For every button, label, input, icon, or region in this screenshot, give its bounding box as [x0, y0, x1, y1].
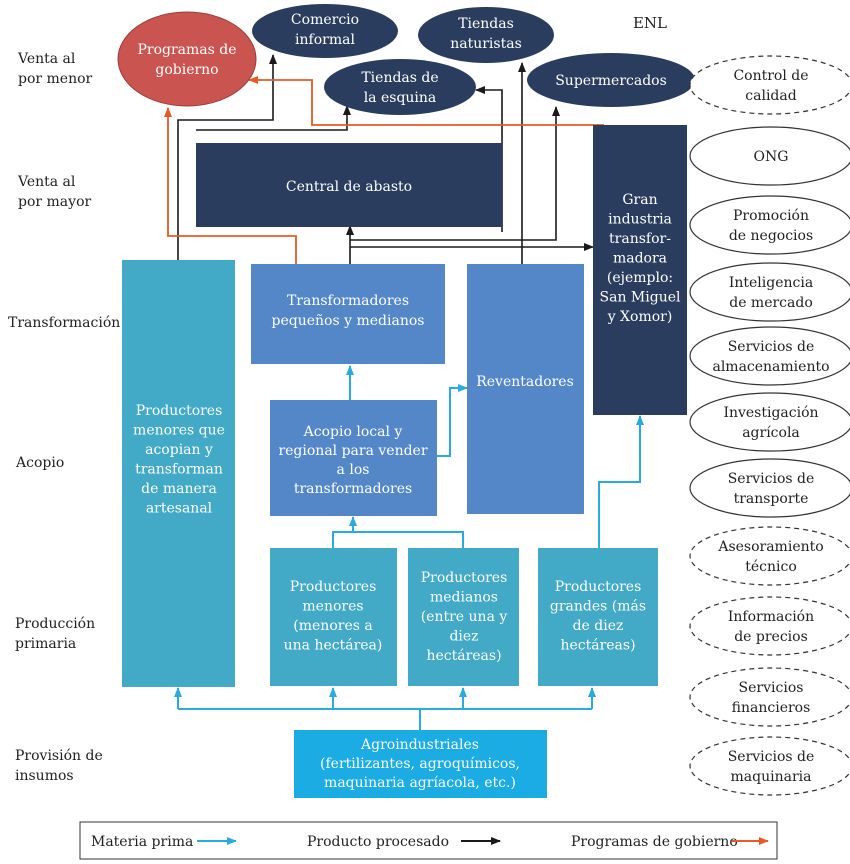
- node-supermarkets-label: Supermercados: [555, 73, 667, 89]
- legend-processed-label: Producto procesado: [307, 834, 449, 850]
- legend-box: [79, 821, 778, 860]
- service-ellipse: [689, 458, 850, 518]
- box-reventadores-label: Reventadores: [476, 374, 574, 390]
- service-ellipse: [689, 736, 850, 796]
- service-ellipse: [689, 126, 850, 186]
- node-corner-stores: [324, 59, 476, 115]
- box-central-de-abasto-label: Central de abasto: [286, 179, 412, 195]
- stage-label-transformation: Transformación: [8, 315, 120, 331]
- stage-label-collection: Acopio: [15, 455, 64, 471]
- service-ellipse: [689, 326, 850, 386]
- box-agroindustriales: [294, 730, 547, 798]
- box-acopio: [270, 400, 437, 516]
- service-ellipse: [689, 195, 850, 255]
- box-artesanal-producers: [122, 260, 235, 687]
- raw-material-flows: [174, 365, 644, 730]
- flow-producers-join: [332, 531, 464, 548]
- flow-grandes-to-gran-industria: [598, 415, 644, 548]
- service-ellipse: [689, 526, 850, 586]
- flow-to-esquina: [196, 105, 351, 131]
- box-reventadores: [467, 264, 584, 514]
- processed-product-flows: [177, 54, 594, 264]
- box-gran-industria: [593, 125, 687, 415]
- service-ellipse: [689, 392, 850, 452]
- flow-artesanal-to-informal: [177, 54, 277, 260]
- box-central-de-abasto: [196, 143, 502, 227]
- flow-to-supermercados: [350, 106, 560, 241]
- service-ellipse: [689, 596, 850, 656]
- box-agroindustriales-label: Agroindustriales(fertilizantes, agroquím…: [320, 737, 520, 791]
- flow-acopio-to-reventadores: [437, 384, 468, 457]
- box-transformadores: [251, 264, 445, 364]
- node-informal-commerce: [252, 4, 398, 58]
- box-medium-producers: [408, 548, 519, 686]
- legend-gov-label: Programas de gobierno: [571, 834, 738, 850]
- node-gov-programs: [117, 11, 257, 107]
- service-ellipse-label: ONG: [754, 149, 789, 165]
- flow-transformadores-to-gov: [164, 107, 297, 264]
- service-ellipse: [689, 667, 850, 727]
- node-supermarkets: [527, 53, 695, 107]
- box-small-producers: [270, 548, 397, 686]
- enl-label: ENL: [633, 14, 667, 32]
- flow-gran-industria-to-gov: [248, 76, 604, 126]
- node-naturist-stores: [418, 7, 554, 63]
- service-ellipse: [689, 55, 850, 115]
- legend-raw-label: Materia prima: [91, 834, 193, 850]
- gov-program-flows: [164, 76, 604, 264]
- service-ellipse: [689, 262, 850, 322]
- box-large-producers: [538, 548, 658, 686]
